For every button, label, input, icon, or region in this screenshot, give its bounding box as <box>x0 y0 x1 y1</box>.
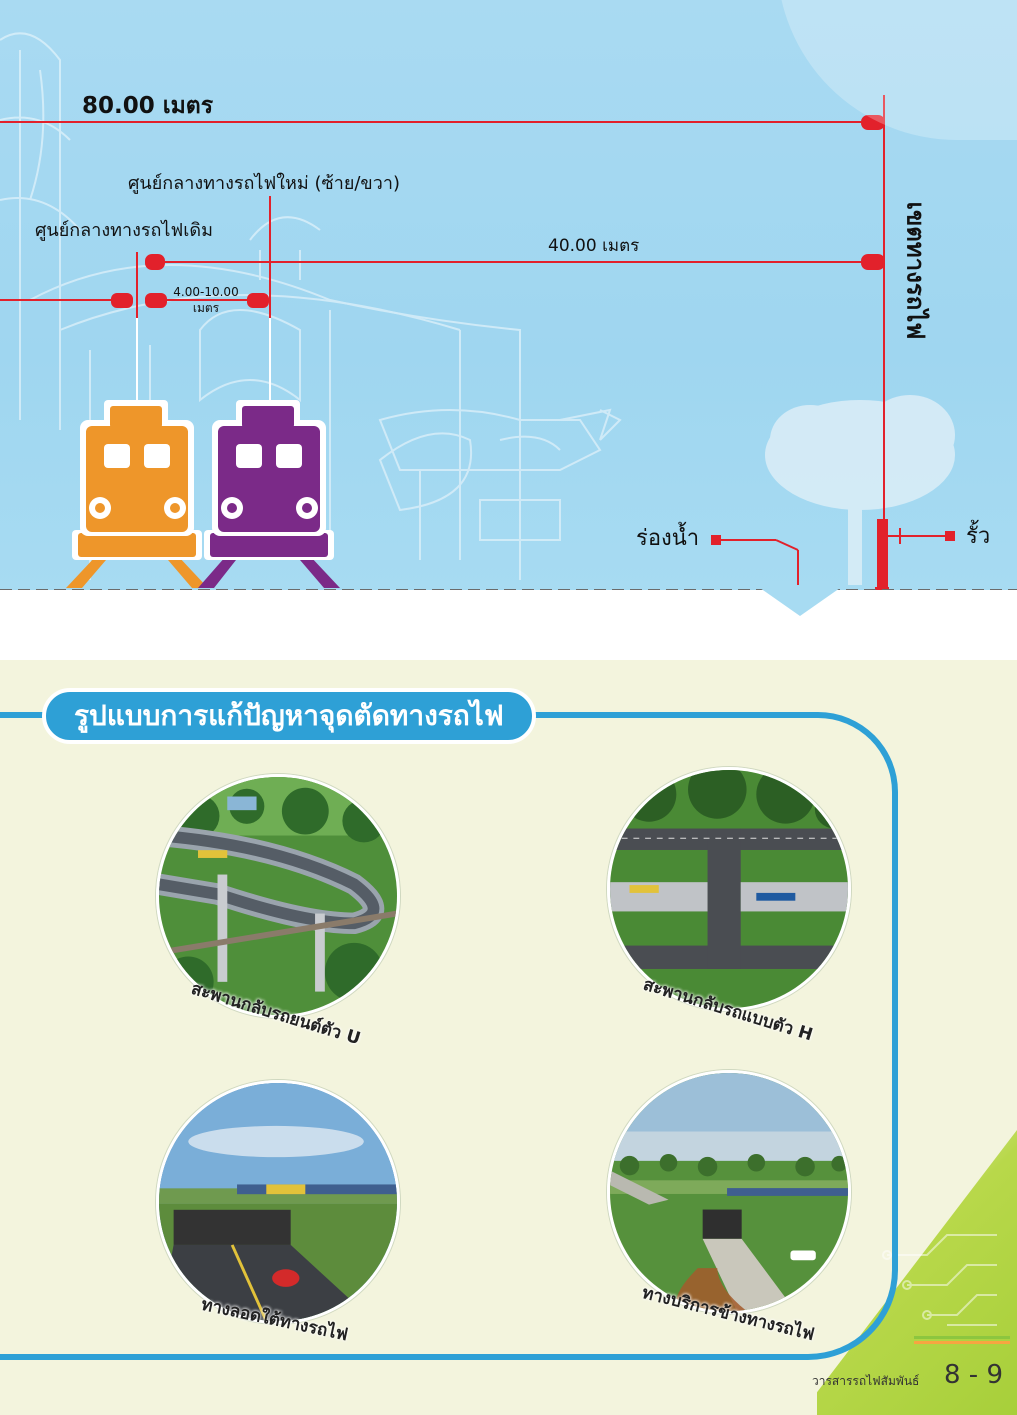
total-width-label: 80.00 เมตร <box>82 93 214 119</box>
footer-stripe-green <box>914 1336 1010 1339</box>
h-bridge-photo <box>607 767 851 1011</box>
track-offset-label: 4.00-10.00 เมตร <box>168 284 244 316</box>
old-train-icon <box>66 400 208 588</box>
section-title: รูปแบบการแก้ปัญหาจุดตัดทางรถไฟ <box>74 699 504 732</box>
old-track-center-label: ศูนย์กลางทางรถไฟเดิม <box>35 220 213 241</box>
service-road-photo <box>607 1070 851 1314</box>
divider-strip <box>0 590 1017 660</box>
publication-name: วารสารรถไฟสัมพันธ์ <box>812 1374 920 1388</box>
underpass-photo <box>156 1080 400 1324</box>
drain-ditch-icon <box>760 588 840 616</box>
railway-boundary-text: เขตทางรถไฟ <box>901 201 930 339</box>
new-train-icon <box>198 400 340 588</box>
page-numbers: 8 - 9 <box>944 1360 1003 1390</box>
track-offset-value: 4.00-10.00 <box>173 285 239 299</box>
new-track-center-label: ศูนย์กลางทางรถไฟใหม่ (ซ้าย/ขวา) <box>128 173 400 194</box>
drain-label: ร่องน้ำ <box>636 526 700 551</box>
station-sketch-illustration <box>0 32 1017 590</box>
circuit-pattern-decoration <box>882 1234 997 1326</box>
footer-color-stripes <box>914 1336 1010 1348</box>
railway-boundary-label: เขตทางรถไฟ <box>878 190 954 350</box>
track-offset-unit: เมตร <box>192 301 220 315</box>
footer-stripe-orange <box>914 1341 1010 1344</box>
half-width-label: 40.00 เมตร <box>548 236 640 256</box>
fence-label: รั้ว <box>966 524 991 549</box>
u-turn-bridge-photo <box>156 774 400 1018</box>
cross-section-diagram: 80.00 เมตร ศูนย์กลางทางรถไฟใหม่ (ซ้าย/ขว… <box>0 0 1017 590</box>
section-title-badge: รูปแบบการแก้ปัญหาจุดตัดทางรถไฟ <box>42 688 536 744</box>
